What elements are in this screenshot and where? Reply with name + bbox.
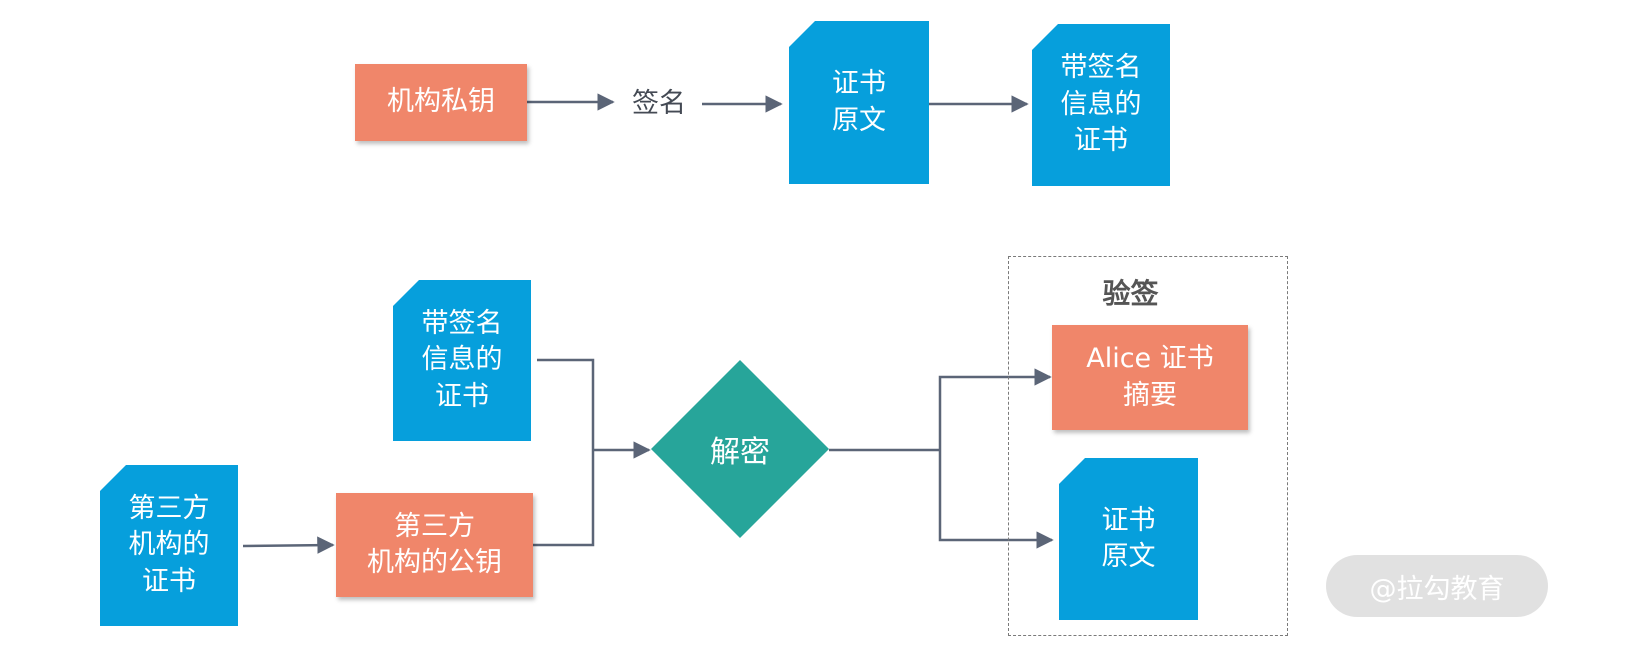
sign-label: 签名	[632, 87, 686, 119]
arrow-to-digest	[938, 368, 1052, 450]
digest-node: Alice 证书 摘要	[1052, 325, 1248, 430]
verify-group-box	[1008, 256, 1288, 636]
decrypt-label: 解密	[710, 435, 770, 470]
connector-signed-cert-to-decrypt	[537, 358, 595, 450]
arrow-third-cert-to-key	[242, 536, 335, 554]
watermark-badge: @拉勾教育	[1326, 555, 1548, 617]
third-party-cert-node: 第三方 机构的 证书	[100, 465, 238, 626]
signed-cert-node: 带签名 信息的 证书	[1032, 24, 1170, 186]
signed-cert-input-node: 带签名 信息的 证书	[393, 280, 531, 441]
connector-public-key-to-decrypt	[533, 450, 595, 547]
arrow-to-cert-original	[938, 450, 1054, 549]
public-key-node: 第三方 机构的公钥	[336, 493, 533, 597]
private-key-node: 机构私钥	[355, 64, 527, 141]
cert-original-node: 证书 原文	[789, 21, 929, 184]
verify-group-title: 验签	[1102, 277, 1159, 310]
decrypt-node: 解密	[651, 360, 829, 538]
decrypt-diamond-shape	[651, 360, 829, 538]
cert-original-result-node: 证书 原文	[1059, 458, 1198, 620]
